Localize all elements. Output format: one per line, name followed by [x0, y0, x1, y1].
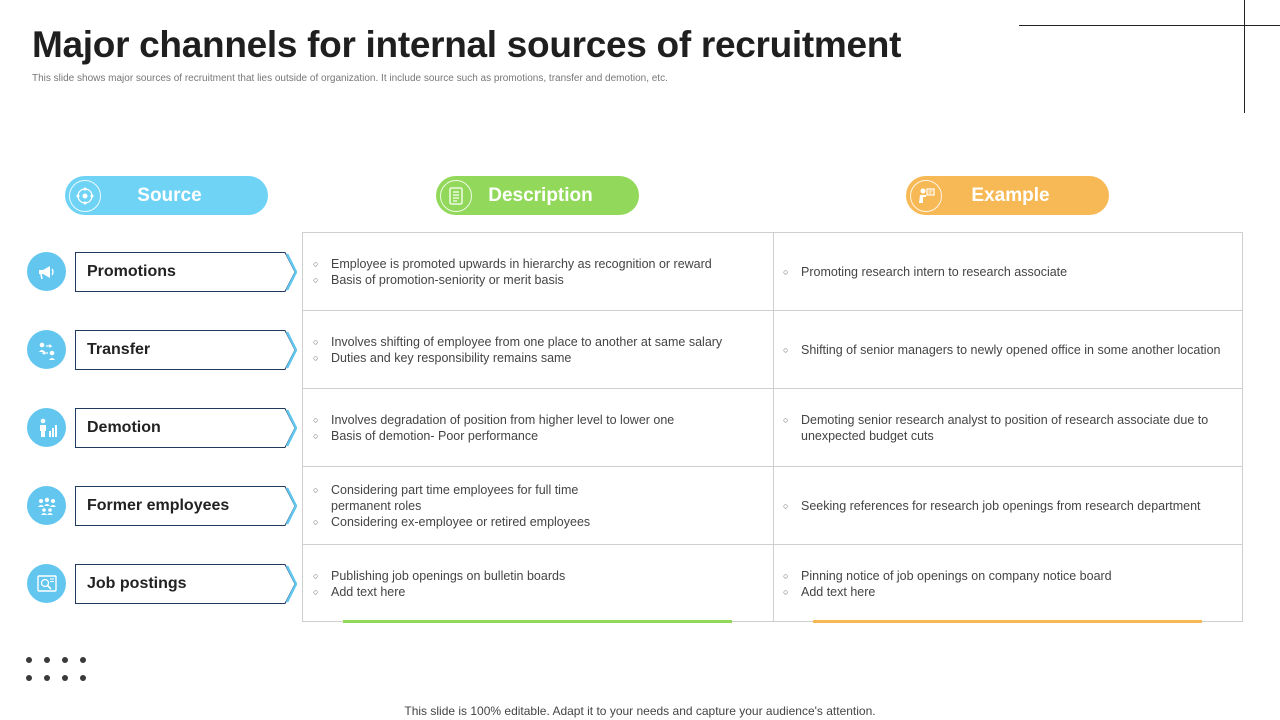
- example-cell: ○Demoting senior research analyst to pos…: [783, 389, 1238, 467]
- example-header-pill: Example: [906, 176, 1109, 215]
- bullet-circle-icon: ○: [783, 571, 789, 581]
- description-header-pill: Description: [436, 176, 639, 215]
- source-label: Transfer: [87, 341, 151, 358]
- page-subtitle: This slide shows major sources of recrui…: [32, 73, 668, 84]
- footer-note: This slide is 100% editable. Adapt it to…: [404, 704, 876, 718]
- bullet-circle-icon: ○: [313, 337, 319, 347]
- list-item: ○Pinning notice of job openings on compa…: [783, 569, 1112, 583]
- source-header-pill: Source: [65, 176, 268, 215]
- list-item: ○Publishing job openings on bulletin boa…: [313, 569, 566, 583]
- bullet-circle-icon: ○: [313, 517, 319, 527]
- source-label: Job postings: [87, 575, 187, 592]
- document-icon: [440, 179, 472, 212]
- group-icon: [27, 486, 66, 525]
- row-divider: [303, 388, 1242, 389]
- description-cell: ○Involves shifting of employee from one …: [313, 311, 768, 389]
- decorative-line-horizontal: [1019, 25, 1280, 26]
- list-item: ○Considering ex-employee or retired empl…: [313, 515, 591, 529]
- source-label: Promotions: [87, 263, 176, 280]
- source-tag-transfer: Transfer: [75, 330, 297, 370]
- list-item: ○Employee is promoted upwards in hierarc…: [313, 257, 712, 271]
- bullet-circle-icon: ○: [313, 485, 319, 495]
- bullet-circle-icon: ○: [313, 587, 319, 597]
- source-tag-promotions: Promotions: [75, 252, 297, 292]
- bullet-circle-icon: ○: [313, 353, 319, 363]
- list-item: ○Seeking references for research job ope…: [783, 499, 1201, 513]
- row-divider: [303, 466, 1242, 467]
- example-cell: ○Shifting of senior managers to newly op…: [783, 311, 1238, 389]
- example-accent-bar: [813, 620, 1202, 623]
- decorative-line-vertical: [1244, 0, 1245, 113]
- column-divider: [773, 233, 774, 621]
- bullet-circle-icon: ○: [783, 415, 789, 425]
- example-cell: ○Pinning notice of job openings on compa…: [783, 545, 1238, 623]
- dots-decoration-icon: [26, 657, 90, 687]
- recruitment-table: ○Employee is promoted upwards in hierarc…: [302, 232, 1243, 622]
- source-header-label: Source: [137, 184, 202, 206]
- list-item: ○Promoting research intern to research a…: [783, 265, 1068, 279]
- list-item: ○Add text here: [313, 585, 406, 599]
- list-item: ○Basis of promotion-seniority or merit b…: [313, 273, 564, 287]
- source-network-icon: [69, 179, 101, 212]
- presenter-icon: [910, 179, 942, 212]
- description-cell: ○Employee is promoted upwards in hierarc…: [313, 233, 768, 311]
- list-item: ○Demoting senior research analyst to pos…: [783, 413, 1209, 443]
- description-cell: ○Involves degradation of position from h…: [313, 389, 768, 467]
- bullet-circle-icon: ○: [783, 587, 789, 597]
- list-item: ○Add text here: [783, 585, 876, 599]
- bullet-circle-icon: ○: [313, 275, 319, 285]
- bullet-circle-icon: ○: [313, 431, 319, 441]
- source-label: Demotion: [87, 419, 161, 436]
- bullet-circle-icon: ○: [313, 415, 319, 425]
- bullet-circle-icon: ○: [313, 571, 319, 581]
- page-title: Major channels for internal sources of r…: [32, 24, 902, 65]
- source-tag-demotion: Demotion: [75, 408, 297, 448]
- job-board-icon: [27, 564, 66, 603]
- source-tag-job-postings: Job postings: [75, 564, 297, 604]
- source-label: Former employees: [87, 497, 230, 514]
- example-cell: ○Promoting research intern to research a…: [783, 233, 1238, 311]
- description-accent-bar: [343, 620, 732, 623]
- row-divider: [303, 310, 1242, 311]
- person-chart-icon: [27, 408, 66, 447]
- list-item: ○Duties and key responsibility remains s…: [313, 351, 572, 365]
- example-cell: ○Seeking references for research job ope…: [783, 467, 1238, 545]
- bullet-circle-icon: ○: [313, 259, 319, 269]
- list-item: ○Involves degradation of position from h…: [313, 413, 675, 427]
- source-tag-former-employees: Former employees: [75, 486, 297, 526]
- bullet-circle-icon: ○: [783, 345, 789, 355]
- row-divider: [303, 544, 1242, 545]
- bullet-circle-icon: ○: [783, 501, 789, 511]
- description-cell: ○Considering part time employees for ful…: [313, 467, 768, 545]
- description-header-label: Description: [488, 184, 593, 206]
- megaphone-icon: [27, 252, 66, 291]
- list-item: ○Basis of demotion- Poor performance: [313, 429, 539, 443]
- description-cell: ○Publishing job openings on bulletin boa…: [313, 545, 768, 623]
- list-item: ○Shifting of senior managers to newly op…: [783, 343, 1221, 357]
- list-item: ○Involves shifting of employee from one …: [313, 335, 723, 349]
- bullet-circle-icon: ○: [783, 267, 789, 277]
- example-header-label: Example: [971, 184, 1050, 206]
- transfer-people-icon: [27, 330, 66, 369]
- list-item: ○Considering part time employees for ful…: [313, 483, 579, 513]
